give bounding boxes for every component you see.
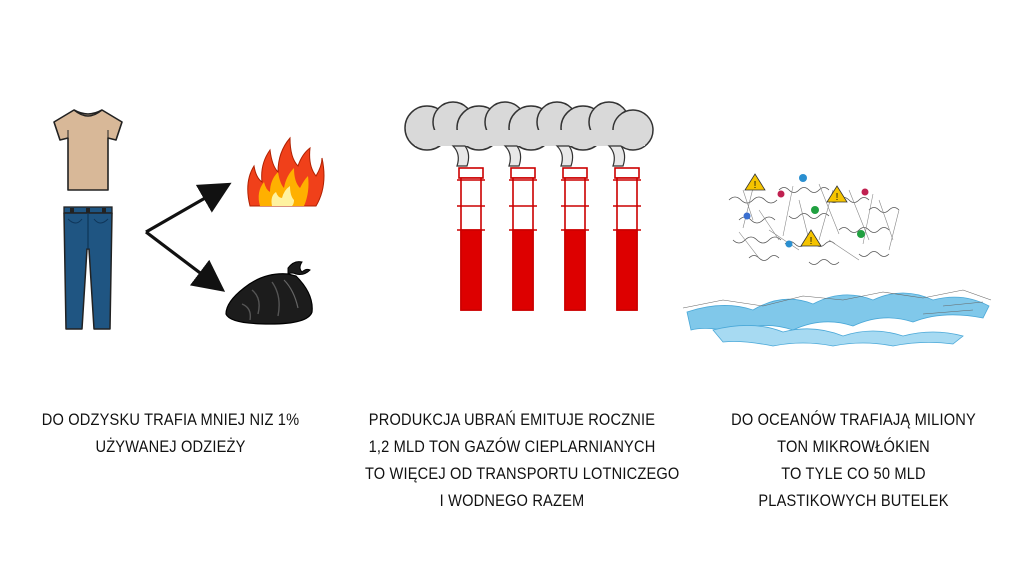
smoke-icon <box>404 101 654 167</box>
svg-text:!: ! <box>810 236 813 247</box>
caption-line: DO OCEANÓW TRAFIAJĄ MILIONY <box>731 410 976 429</box>
caption-line: I WODNEGO RAZEM <box>439 491 585 510</box>
caption-line: 1,2 MLD TON GAZÓW CIEPLARNIANYCH <box>368 437 656 456</box>
caption-line: PRODUKCJA UBRAŃ EMITUJE ROCZNIE <box>368 410 656 429</box>
caption-line: TO TYLE CO 50 MLD <box>781 464 926 483</box>
water-wave-icon <box>682 289 992 347</box>
panel-emissions: PRODUKCJA UBRAŃ EMITUJE ROCZNIE 1,2 MLD … <box>341 0 683 576</box>
caption-line: PLASTIKOWYCH BUTELEK <box>758 491 949 510</box>
fire-icon <box>247 136 325 207</box>
panel-clothing-waste: DO ODZYSKU TRAFIA MNIEJ NIZ 1% UŻYWANEJ … <box>0 0 341 576</box>
caption-clothing-recycling: DO ODZYSKU TRAFIA MNIEJ NIZ 1% UŻYWANEJ … <box>24 406 317 460</box>
microfiber-icon: ! ! ! <box>728 173 900 265</box>
jeans-icon <box>63 206 113 330</box>
svg-text:!: ! <box>836 192 839 203</box>
svg-text:!: ! <box>754 180 757 191</box>
caption-line: UŻYWANEJ ODZIEŻY <box>95 437 246 456</box>
arrow-icon <box>145 182 232 292</box>
panel-microfibers: ! ! ! DO OCEANÓW TRAFIAJĄ MILIONY TON <box>682 0 1024 576</box>
warning-icon: ! ! ! <box>744 173 848 247</box>
t-shirt-icon <box>53 109 123 191</box>
caption-line: DO ODZYSKU TRAFIA MNIEJ NIZ 1% <box>41 410 300 429</box>
trash-bag-icon <box>225 261 313 325</box>
factory-chimney-icon <box>457 167 641 311</box>
caption-microfibers: DO OCEANÓW TRAFIAJĄ MILIONY TON MIKROWŁÓ… <box>707 406 1000 514</box>
caption-emissions: PRODUKCJA UBRAŃ EMITUJE ROCZNIE 1,2 MLD … <box>364 406 680 514</box>
caption-line: TO WIĘCEJ OD TRANSPORTU LOTNICZEGO <box>364 464 680 483</box>
caption-line: TON MIKROWŁÓKIEN <box>777 437 930 456</box>
